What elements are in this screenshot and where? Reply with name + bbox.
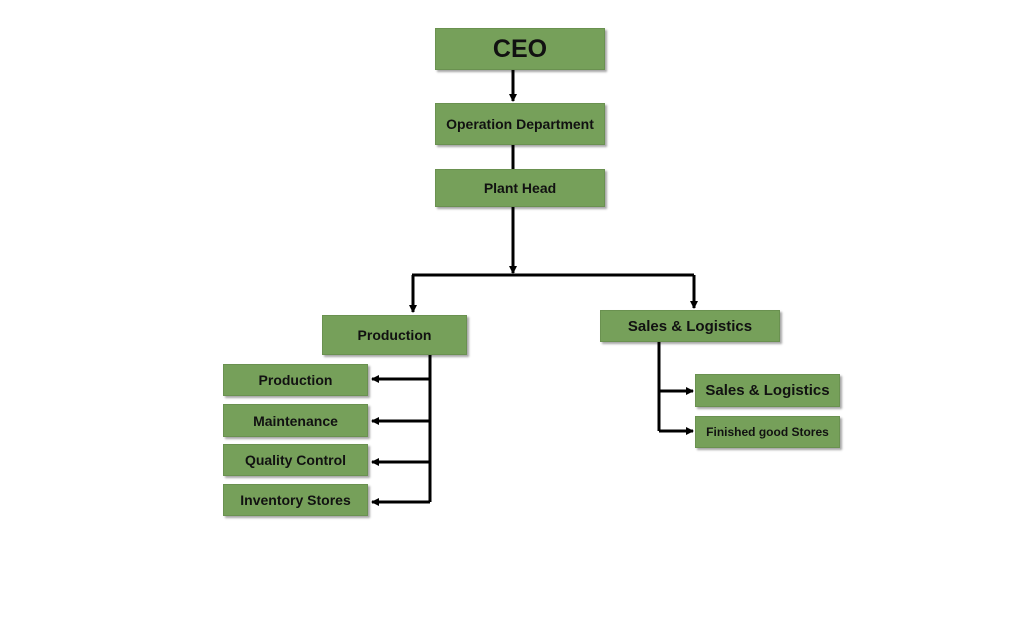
- node-sales-logistics-sub: Sales & Logistics: [695, 374, 840, 407]
- node-maintenance: Maintenance: [223, 404, 368, 437]
- node-inventory-stores: Inventory Stores: [223, 484, 368, 516]
- node-plant-head: Plant Head: [435, 169, 605, 207]
- node-quality-control: Quality Control: [223, 444, 368, 476]
- node-sales-logistics: Sales & Logistics: [600, 310, 780, 342]
- node-production-sub: Production: [223, 364, 368, 396]
- node-ceo: CEO: [435, 28, 605, 70]
- node-finished-good-stores: Finished good Stores: [695, 416, 840, 448]
- node-operation-department: Operation Department: [435, 103, 605, 145]
- node-production: Production: [322, 315, 467, 355]
